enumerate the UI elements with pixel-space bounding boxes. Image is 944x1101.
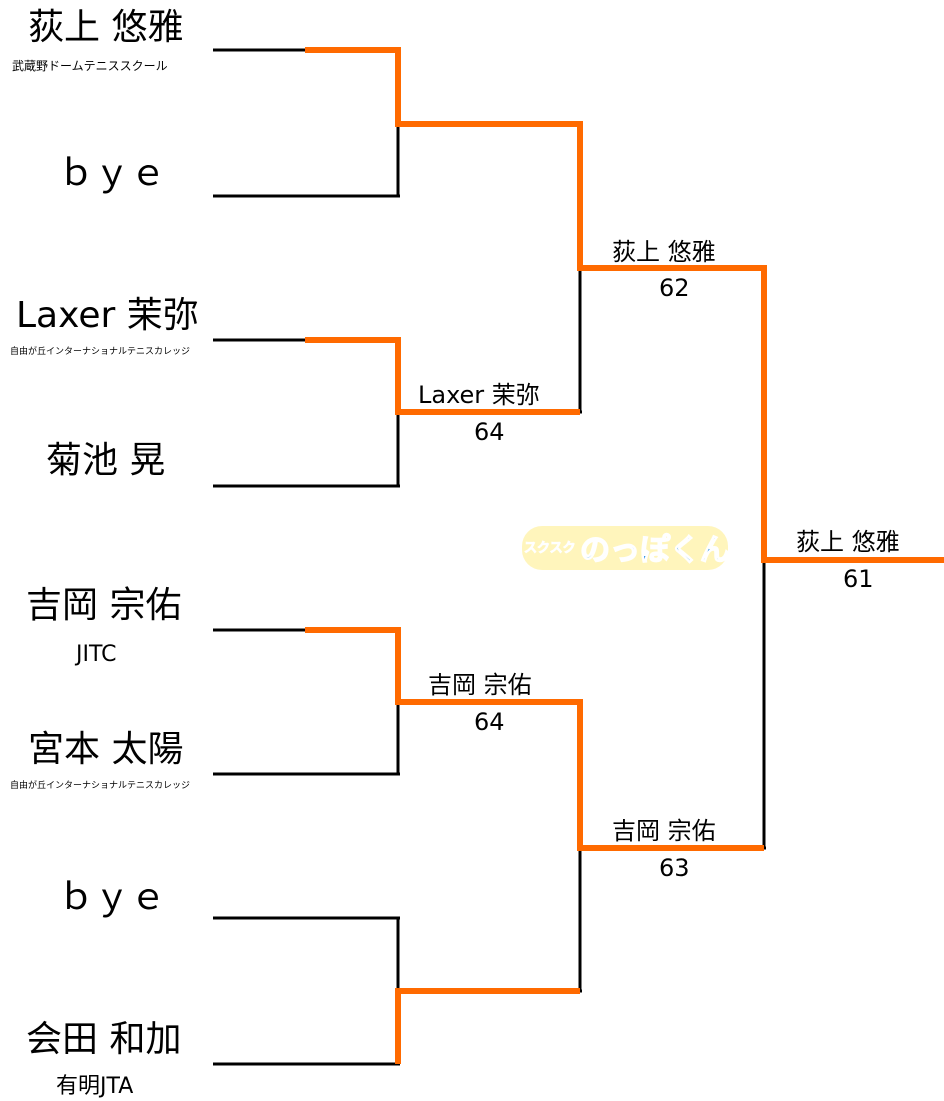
player-club: 有明JTA [56,1074,134,1099]
player-name: 荻上 悠雅 [28,7,184,48]
player-club: 武蔵野ドームテニススクール [12,59,168,73]
player-club: JITC [76,642,117,667]
logo-main-text: のっぽくん [580,533,730,568]
logo-small-text: スクスク [524,541,576,556]
match-score: 62 [659,274,690,302]
match-score: 63 [659,854,690,882]
player-club: 自由が丘インターナショナルテニスカレッジ [10,781,191,791]
match-winner: Laxer 茉弥 [418,381,540,409]
player-club: 自由が丘インターナショナルテニスカレッジ [10,347,191,357]
winner-path-aida [395,988,580,1064]
winner-path-yoshioka [305,627,764,851]
player-name: 菊池 晃 [46,440,166,481]
match-score: 64 [474,418,505,446]
winner-path-laxer [305,337,580,415]
player-name: 吉岡 宗佑 [26,585,182,626]
nopporkun-logo: スクスク のっぽくん [522,526,730,570]
match-score: 61 [843,565,874,593]
match-winner: 吉岡 宗佑 [428,671,532,699]
player-name: ｂｙｅ [58,877,167,918]
match-winner: 吉岡 宗佑 [612,817,716,845]
match-score: 64 [474,708,505,736]
winner-path-ogiue [305,47,944,563]
player-name: Laxer 茉弥 [16,295,199,336]
player-name: ｂｙｅ [58,153,167,194]
player-name: 宮本 太陽 [28,729,184,770]
match-winner: 荻上 悠雅 [612,238,716,266]
match-winner: 荻上 悠雅 [796,528,900,556]
player-name: 会田 和加 [26,1019,182,1060]
winner-paths [305,47,944,1064]
